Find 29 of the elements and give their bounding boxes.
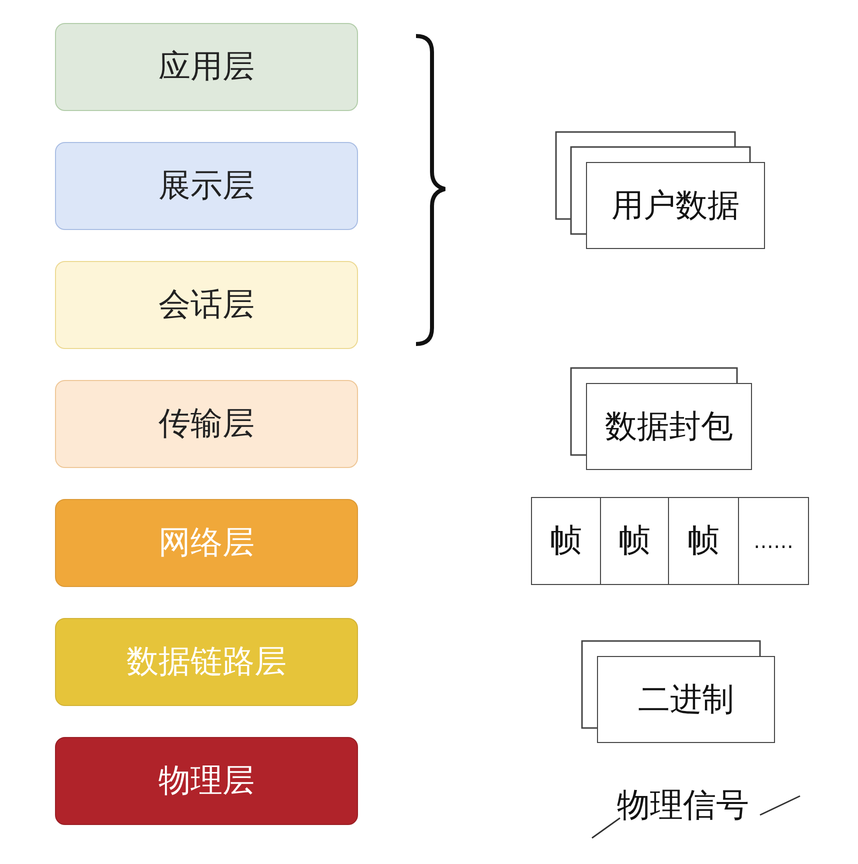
- layer-box: [55, 142, 358, 230]
- node-label: 网络层: [158, 522, 254, 563]
- node-label: 帧: [550, 520, 582, 561]
- node-label: 物理层: [158, 760, 254, 801]
- layer-box: [55, 380, 358, 468]
- node-label: 数据链路层: [126, 641, 286, 682]
- node-label: 二进制: [638, 678, 734, 720]
- node-label: 传输层: [158, 403, 254, 444]
- layer-box: [55, 23, 358, 111]
- data-box: [586, 162, 765, 249]
- node-label: 用户数据: [612, 184, 740, 226]
- layer-box: [55, 261, 358, 349]
- signal-label: 物理信号: [617, 784, 749, 826]
- node-label: 应用层: [158, 46, 254, 87]
- layer-box: [55, 499, 358, 587]
- node-label: 数据封包: [605, 406, 733, 446]
- node-label: 帧: [688, 520, 720, 561]
- layer-box: [55, 737, 358, 825]
- data-box: [597, 656, 775, 743]
- frame-cell: [531, 497, 601, 585]
- frame-cell: [738, 497, 809, 585]
- node-label: 帧: [618, 520, 650, 561]
- layer-box: [55, 618, 358, 706]
- data-box: [586, 383, 752, 470]
- node-label: 会话层: [158, 284, 254, 325]
- frame-cell: [668, 497, 739, 585]
- frame-cell: [600, 497, 669, 585]
- node-label: ……: [754, 529, 794, 553]
- node-label: 展示层: [158, 165, 254, 206]
